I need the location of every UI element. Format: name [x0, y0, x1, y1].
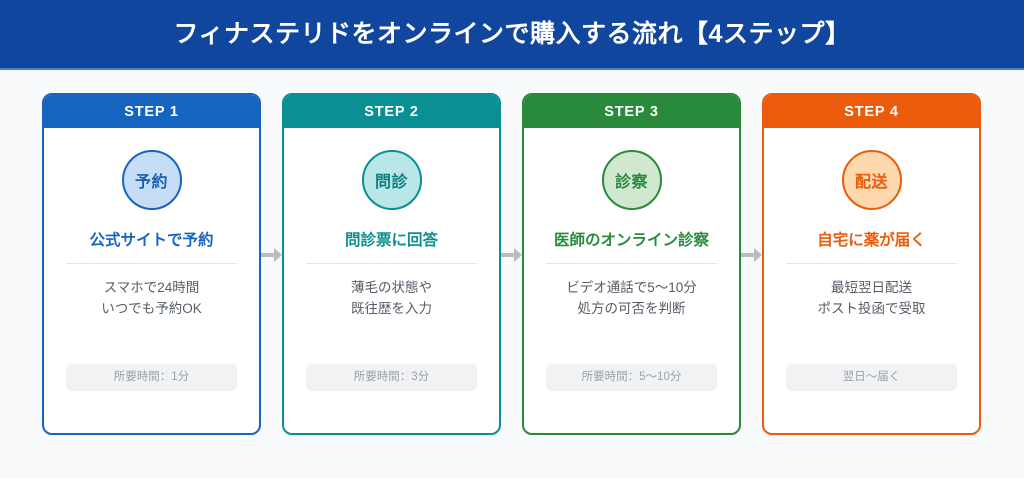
- step-description-line-4a: 最短翌日配送: [831, 279, 912, 295]
- step-title-2: 問診票に回答: [344, 232, 438, 249]
- step-badge-icon-2: 問診: [361, 150, 422, 210]
- step-footer-2: 所要時間：3分: [284, 364, 499, 391]
- step-header-3: STEP 3: [524, 95, 739, 128]
- step-description-3: ビデオ通話で5〜10分 処方の可否を判断: [566, 277, 697, 321]
- step-body-4: 配送 自宅に薬が届く 最短翌日配送 ポスト投函で受取: [764, 128, 979, 433]
- header-underline: [0, 68, 1024, 70]
- step-footer-1: 所要時間：1分: [44, 364, 259, 391]
- arrow-right-icon-line-1: [261, 253, 276, 257]
- connector-2-3: [501, 93, 522, 435]
- page-title: フィナステリドをオンラインで購入する流れ【4ステップ】: [173, 19, 851, 48]
- step-time-badge-2: 所要時間：3分: [306, 364, 477, 391]
- page-header: フィナステリドをオンラインで購入する流れ【4ステップ】: [0, 0, 1024, 68]
- arrow-right-icon-head-3: [754, 248, 762, 262]
- step-badge-icon-3: 診察: [601, 150, 662, 210]
- step-description-line-2b: 既往歴を入力: [351, 301, 432, 317]
- steps-row: STEP 1 予約 公式サイトで予約 スマホで24時間 いつでも予約OK 所要時…: [42, 93, 982, 435]
- step-description-line-1a: スマホで24時間: [103, 279, 200, 295]
- step-description-4: 最短翌日配送 ポスト投函で受取: [818, 277, 926, 321]
- arrow-right-icon-head-1: [274, 248, 282, 262]
- connector-3-4: [741, 93, 762, 435]
- step-divider-3: [546, 262, 717, 264]
- step-badge-icon-4: 配送: [841, 150, 902, 210]
- step-title-4: 自宅に薬が届く: [817, 232, 926, 249]
- step-title-3: 医師のオンライン診察: [553, 232, 709, 249]
- step-description-line-1b: いつでも予約OK: [101, 301, 202, 317]
- step-card-slot-4: STEP 4 配送 自宅に薬が届く 最短翌日配送 ポスト投函で受取 翌日〜届く: [762, 93, 981, 435]
- step-divider-1: [66, 262, 237, 264]
- step-description-line-2a: 薄毛の状態や: [351, 279, 432, 295]
- step-body-1: 予約 公式サイトで予約 スマホで24時間 いつでも予約OK: [44, 128, 259, 433]
- step-card-4[interactable]: STEP 4 配送 自宅に薬が届く 最短翌日配送 ポスト投函で受取 翌日〜届く: [762, 93, 981, 435]
- step-card-slot-1: STEP 1 予約 公式サイトで予約 スマホで24時間 いつでも予約OK 所要時…: [42, 93, 261, 435]
- step-divider-2: [306, 262, 477, 264]
- step-description-2: 薄毛の状態や 既往歴を入力: [351, 277, 432, 321]
- step-description-1: スマホで24時間 いつでも予約OK: [101, 277, 202, 321]
- step-divider-4: [786, 262, 957, 264]
- step-footer-3: 所要時間：5〜10分: [524, 364, 739, 391]
- step-description-line-4b: ポスト投函で受取: [817, 301, 926, 317]
- step-body-3: 診察 医師のオンライン診察 ビデオ通話で5〜10分 処方の可否を判断: [524, 128, 739, 433]
- step-body-2: 問診 問診票に回答 薄毛の状態や 既往歴を入力: [284, 128, 499, 433]
- step-card-1[interactable]: STEP 1 予約 公式サイトで予約 スマホで24時間 いつでも予約OK 所要時…: [42, 93, 261, 435]
- step-card-slot-2: STEP 2 問診 問診票に回答 薄毛の状態や 既往歴を入力 所要時間：3分: [282, 93, 501, 435]
- step-card-slot-3: STEP 3 診察 医師のオンライン診察 ビデオ通話で5〜10分 処方の可否を判…: [522, 93, 741, 435]
- step-time-badge-4: 翌日〜届く: [786, 364, 957, 391]
- connector-1-2: [261, 93, 282, 435]
- arrow-right-icon-line-3: [741, 253, 756, 257]
- step-time-badge-1: 所要時間：1分: [66, 364, 237, 391]
- step-description-line-3b: 処方の可否を判断: [577, 301, 686, 317]
- step-header-1: STEP 1: [44, 95, 259, 128]
- step-time-badge-3: 所要時間：5〜10分: [546, 364, 717, 391]
- step-header-4: STEP 4: [764, 95, 979, 128]
- step-title-1: 公式サイトで予約: [89, 232, 214, 249]
- arrow-right-icon-line-2: [501, 253, 516, 257]
- step-card-3[interactable]: STEP 3 診察 医師のオンライン診察 ビデオ通話で5〜10分 処方の可否を判…: [522, 93, 741, 435]
- step-footer-4: 翌日〜届く: [764, 364, 979, 391]
- step-badge-icon-1: 予約: [121, 150, 182, 210]
- step-card-2[interactable]: STEP 2 問診 問診票に回答 薄毛の状態や 既往歴を入力 所要時間：3分: [282, 93, 501, 435]
- step-header-2: STEP 2: [284, 95, 499, 128]
- arrow-right-icon-head-2: [514, 248, 522, 262]
- step-description-line-3a: ビデオ通話で5〜10分: [566, 279, 697, 295]
